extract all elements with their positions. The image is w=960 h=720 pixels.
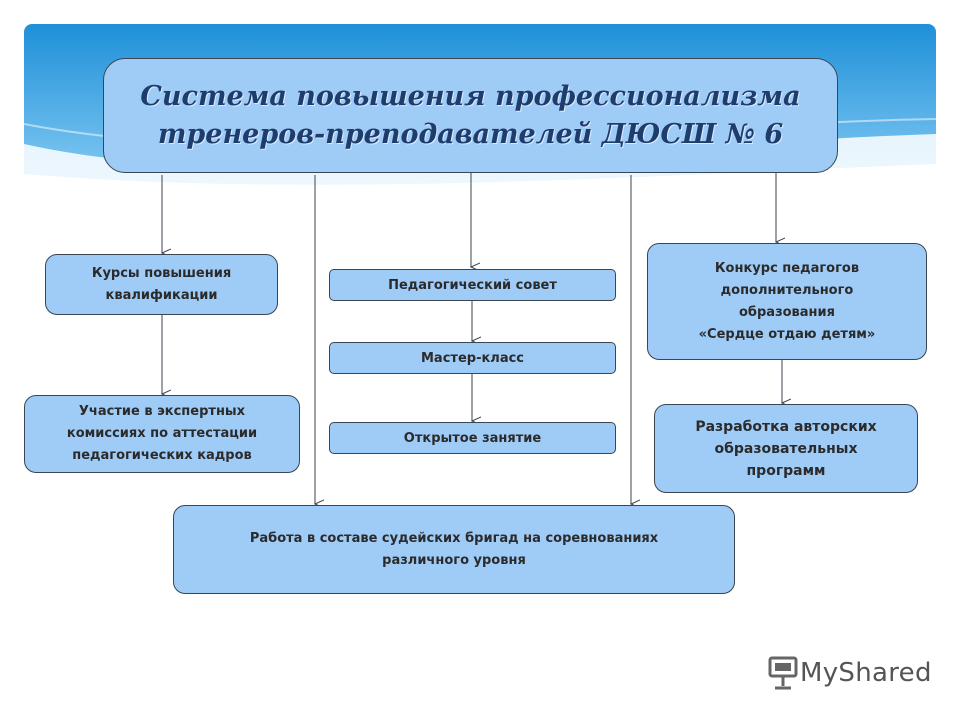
box-expert-commissions: Участие в экспертных комиссиях по аттест… [24,395,300,473]
box-courses-text: Курсы повышения квалификации [91,265,232,303]
box-judging: Работа в составе судейских бригад на сор… [173,505,735,594]
myshared-logo: MyShared [766,656,932,690]
box-contest-text: Конкурс педагогов дополнительного образо… [698,260,876,342]
box-pedagogical-council: Педагогический совет [329,269,616,301]
box-expert-commissions-text: Участие в экспертных комиссиях по аттест… [66,404,258,463]
box-author-programs: Разработка авторских образовательных про… [654,404,918,493]
diagram-title-text: Система повышения профессионализма трене… [140,80,801,150]
box-courses: Курсы повышения квалификации [45,254,278,315]
box-judging-text: Работа в составе судейских бригад на сор… [249,530,659,568]
projector-icon [768,656,798,690]
box-master-class-text: Мастер-класс [421,350,524,366]
myshared-logo-text: MyShared [800,658,932,688]
box-contest: Конкурс педагогов дополнительного образо… [647,243,927,360]
box-author-programs-text: Разработка авторских образовательных про… [695,418,877,479]
box-master-class: Мастер-класс [329,342,616,374]
diagram-title: Система повышения профессионализма трене… [103,58,838,173]
box-open-lesson-text: Открытое занятие [403,430,542,446]
box-open-lesson: Открытое занятие [329,422,616,454]
box-pedagogical-council-text: Педагогический совет [388,277,557,293]
